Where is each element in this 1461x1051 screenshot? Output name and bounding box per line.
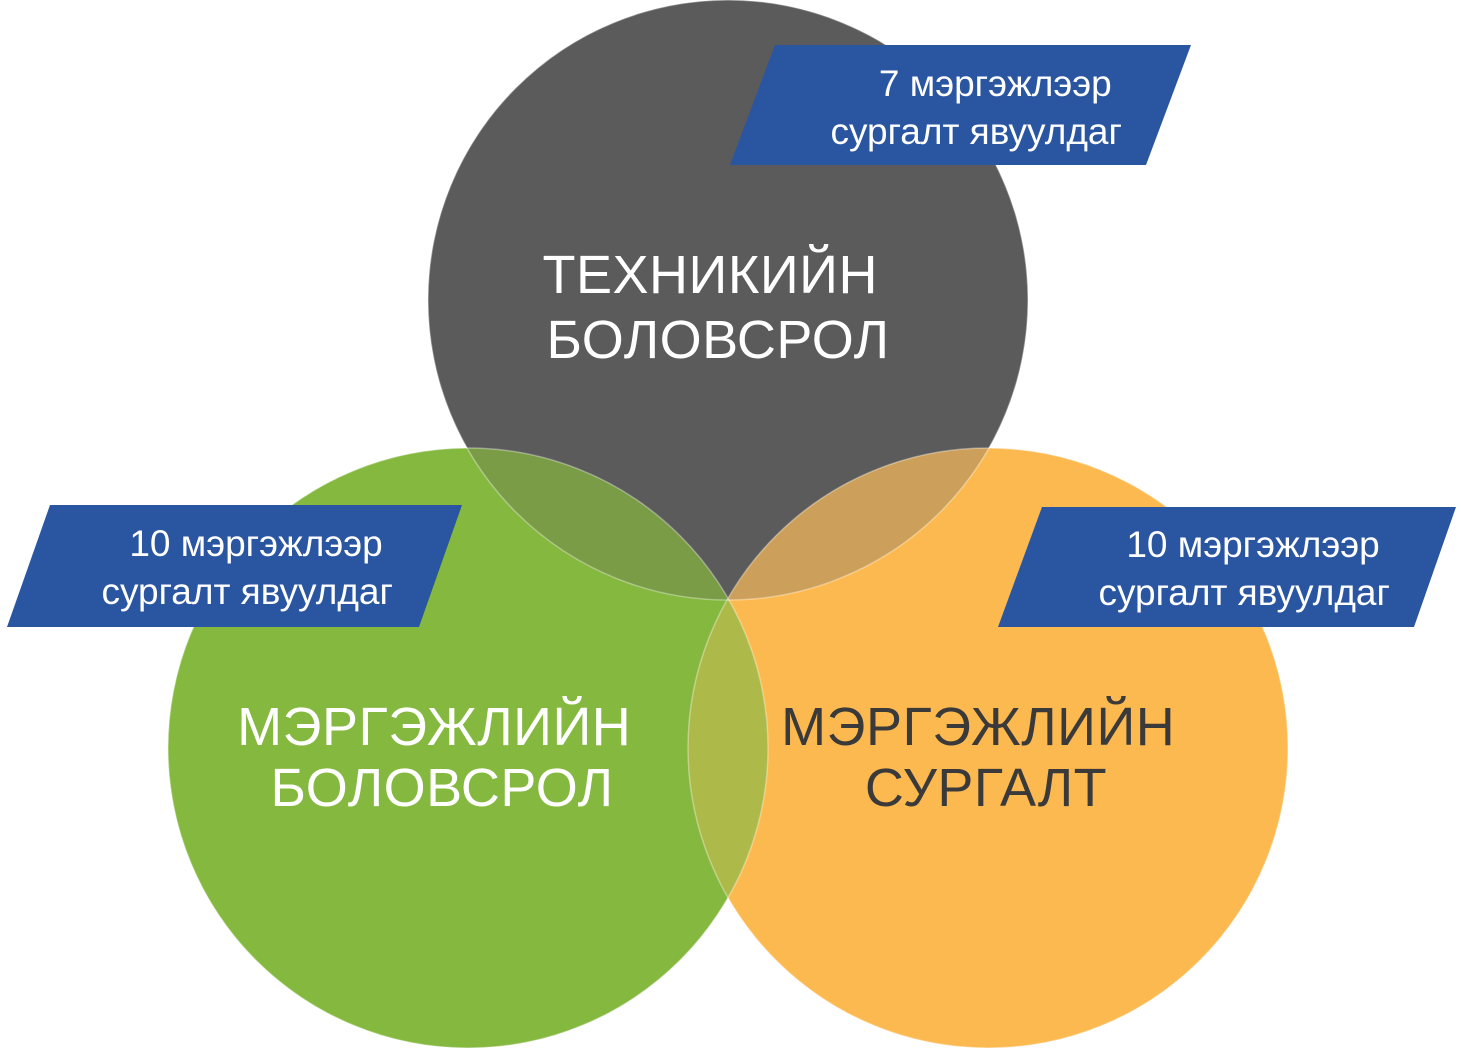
- label-vocational-education: МЭРГЭЖЛИЙН БОЛОВСРОЛ: [237, 696, 647, 818]
- tag-top-text: 7 мэргэжлээр сургалт явуулдаг: [830, 63, 1122, 152]
- circle-outline-top: [427, 0, 1029, 601]
- label-technical-line2: БОЛОВСРОЛ: [546, 310, 889, 370]
- label-vocational-education-line1: МЭРГЭЖЛИЙН: [237, 696, 631, 757]
- tag-top-line1: 7 мэргэжлээр: [879, 63, 1112, 104]
- circle-outline-left: [167, 447, 769, 1049]
- tag-left-line2: сургалт явуулдаг: [101, 571, 393, 612]
- tag-right-line1: 10 мэргэжлээр: [1126, 524, 1379, 565]
- tag-right-line2: сургалт явуулдаг: [1098, 572, 1390, 613]
- tag-left-line1: 10 мэргэжлээр: [129, 523, 382, 564]
- tag-left: 10 мэргэжлээр сургалт явуулдаг: [7, 505, 462, 627]
- tag-left-shape: [7, 505, 462, 627]
- tag-right-shape: [998, 507, 1456, 627]
- tag-top-line2: сургалт явуулдаг: [830, 111, 1122, 152]
- tag-right: 10 мэргэжлээр сургалт явуулдаг: [998, 507, 1456, 627]
- label-vocational-education-line2: БОЛОВСРОЛ: [270, 758, 613, 818]
- label-vocational-training-line1: МЭРГЭЖЛИЙН: [781, 696, 1175, 757]
- tag-top: 7 мэргэжлээр сургалт явуулдаг: [730, 45, 1191, 165]
- label-vocational-training-line2: СУРГАЛТ: [865, 758, 1107, 818]
- tag-left-text: 10 мэргэжлээр сургалт явуулдаг: [101, 523, 393, 612]
- label-technical-line1: ТЕХНИКИЙН: [543, 244, 878, 305]
- label-vocational-training: МЭРГЭЖЛИЙН СУРГАЛТ: [781, 696, 1191, 818]
- label-technical-education: ТЕХНИКИЙН БОЛОВСРОЛ: [543, 244, 894, 370]
- tag-top-shape: [730, 45, 1191, 165]
- tag-right-text: 10 мэргэжлээр сургалт явуулдаг: [1098, 524, 1390, 613]
- circle-outline-right: [687, 447, 1289, 1049]
